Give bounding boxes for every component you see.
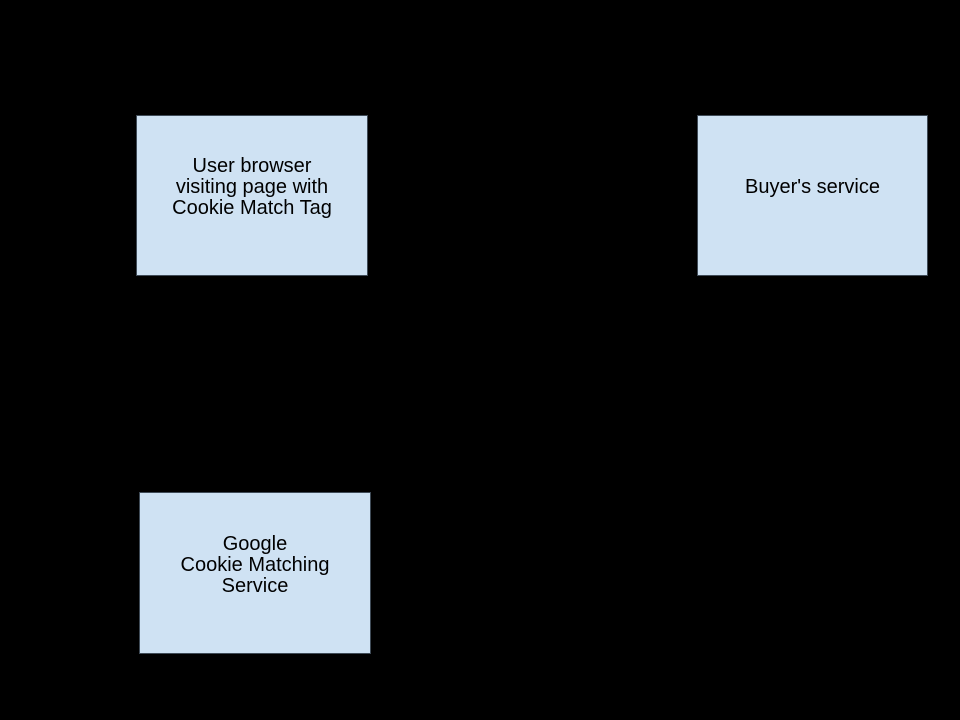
node-google-cookie-matching-service: Google Cookie Matching Service	[139, 492, 371, 654]
node-user-browser: User browser visiting page with Cookie M…	[136, 115, 368, 276]
node-buyers-service-label: Buyer's service	[745, 176, 880, 198]
node-buyers-service: Buyer's service	[697, 115, 928, 276]
node-user-browser-label: User browser visiting page with Cookie M…	[172, 155, 332, 219]
node-google-cookie-matching-service-label: Google Cookie Matching Service	[180, 532, 330, 597]
